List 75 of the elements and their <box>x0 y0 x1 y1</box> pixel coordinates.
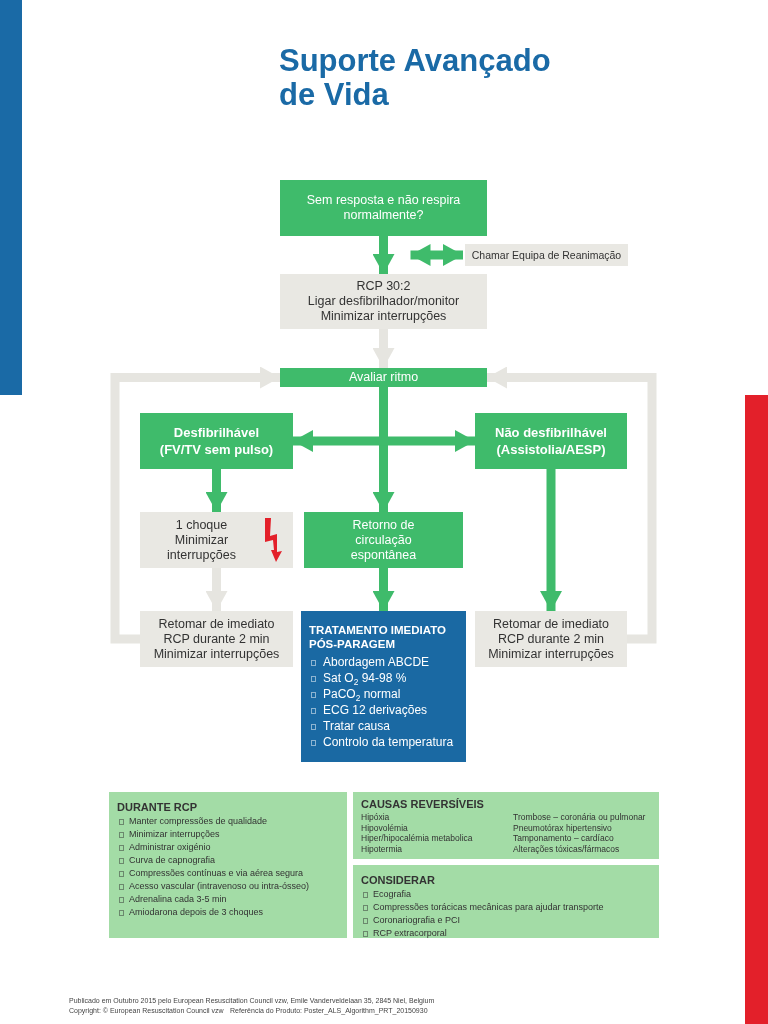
node-text: Ligar desfibrilhador/monitor <box>307 294 460 309</box>
arrow <box>205 568 228 611</box>
process-box <box>280 180 487 236</box>
list-item: Hipotermia <box>361 843 404 854</box>
node-text: RCP durante 2 min <box>497 631 605 647</box>
process-box <box>280 274 487 329</box>
process-box <box>304 512 463 568</box>
node-text: Retomar de imediato <box>493 616 609 632</box>
node-text: 1 choque <box>175 517 228 533</box>
list-item: Pneumotórax hipertensivo <box>513 822 613 833</box>
arrow <box>410 244 463 266</box>
node-text: Minimizar interrupções <box>166 532 237 563</box>
node-text: Retomar de imediato <box>158 616 275 632</box>
list-item: Hiper/hipocalémia metabolica <box>361 833 474 844</box>
list-item: Hipóxia <box>361 812 391 823</box>
process-box <box>140 512 293 568</box>
arrow <box>205 469 228 512</box>
list-item: Ecografia <box>361 888 412 901</box>
list-item: Abordagem ABCDE <box>309 654 430 670</box>
list-item: Hipovolémia <box>361 822 409 833</box>
list-item: RCP extracorporal <box>361 927 447 940</box>
process-box <box>140 413 293 469</box>
node-text: RCP 30:2 <box>356 279 411 294</box>
process-box <box>475 611 627 667</box>
panel-heading: TRATAMENTO IMEDIATO PÓS-PARAGEM <box>309 623 447 651</box>
list-item: ECG 12 derivações <box>309 702 428 718</box>
node-text: Minimizar interrupções <box>488 646 614 662</box>
arrow <box>372 329 395 368</box>
info-box <box>301 611 466 762</box>
list-item: Curva de capnografia <box>117 854 216 867</box>
node-text: Minimizar interrupções <box>153 646 280 662</box>
process-box <box>465 244 628 266</box>
node-text: Sem resposta e não respira normalmente? <box>305 193 462 223</box>
list-item: Compressões torácicas mecânicas para ajudar transporte <box>361 901 604 914</box>
node-text: Desfibrilhável <box>173 424 260 441</box>
list-item: Acesso vascular (intravenoso ou intra-ósseo) <box>117 880 310 893</box>
list-item: Coronariografia e PCI <box>361 914 461 927</box>
list-item: Sat O$_{2}$ 94-98 % <box>309 670 407 686</box>
list-item: Alterações tóxicas/fármacos <box>513 843 621 854</box>
list-item: Adrenalina cada 3-5 min <box>117 893 227 906</box>
info-panel <box>353 865 659 938</box>
list-item: Controlo da temperatura <box>309 734 454 750</box>
arrow <box>372 236 395 274</box>
list-item: PaCO$_{2}$ normal <box>309 686 401 702</box>
node-text: Retorno de circulação espontânea <box>349 517 418 563</box>
process-box <box>140 611 293 667</box>
panel-heading: CAUSAS REVERSÍVEIS <box>361 797 485 811</box>
list-item: Administrar oxigénio <box>117 841 211 854</box>
process-box <box>280 368 487 387</box>
side-bar <box>0 0 22 395</box>
arrow <box>540 469 562 611</box>
node-text: Chamar Equipa de Reanimação <box>471 247 622 263</box>
side-bar <box>745 395 768 1024</box>
panel-heading: DURANTE RCP <box>117 800 198 814</box>
list-item: Minimizar interrupções <box>117 828 220 841</box>
list-item: Tamponamento – cardíaco <box>513 833 615 844</box>
list-item: Trombose – coronária ou pulmonar <box>513 812 646 823</box>
node-text: Não desfibrilhável <box>495 424 607 441</box>
node-text: (Assistolia/AESP) <box>496 441 606 458</box>
node-text: (FV/TV sem pulso) <box>159 441 274 458</box>
arrow <box>110 366 280 644</box>
list-item: Amiodarona depois de 3 choques <box>117 906 264 919</box>
process-box <box>475 413 627 469</box>
node-text: RCP durante 2 min <box>163 631 270 647</box>
info-panel <box>109 792 347 938</box>
list-item: Manter compressões de qualidade <box>117 815 268 828</box>
arrow <box>372 568 395 611</box>
node-text: Minimizar interrupções <box>320 309 447 324</box>
title: Suporte Avançado de Vida <box>279 44 552 112</box>
node-text: Avaliar ritmo <box>348 370 419 385</box>
list-item: Tratar causa <box>309 718 390 734</box>
panel-heading: CONSIDERAR <box>361 873 435 887</box>
list-item: Compressões contínuas e via aérea segura <box>117 867 304 880</box>
arrow <box>487 366 657 644</box>
info-panel <box>353 792 659 859</box>
